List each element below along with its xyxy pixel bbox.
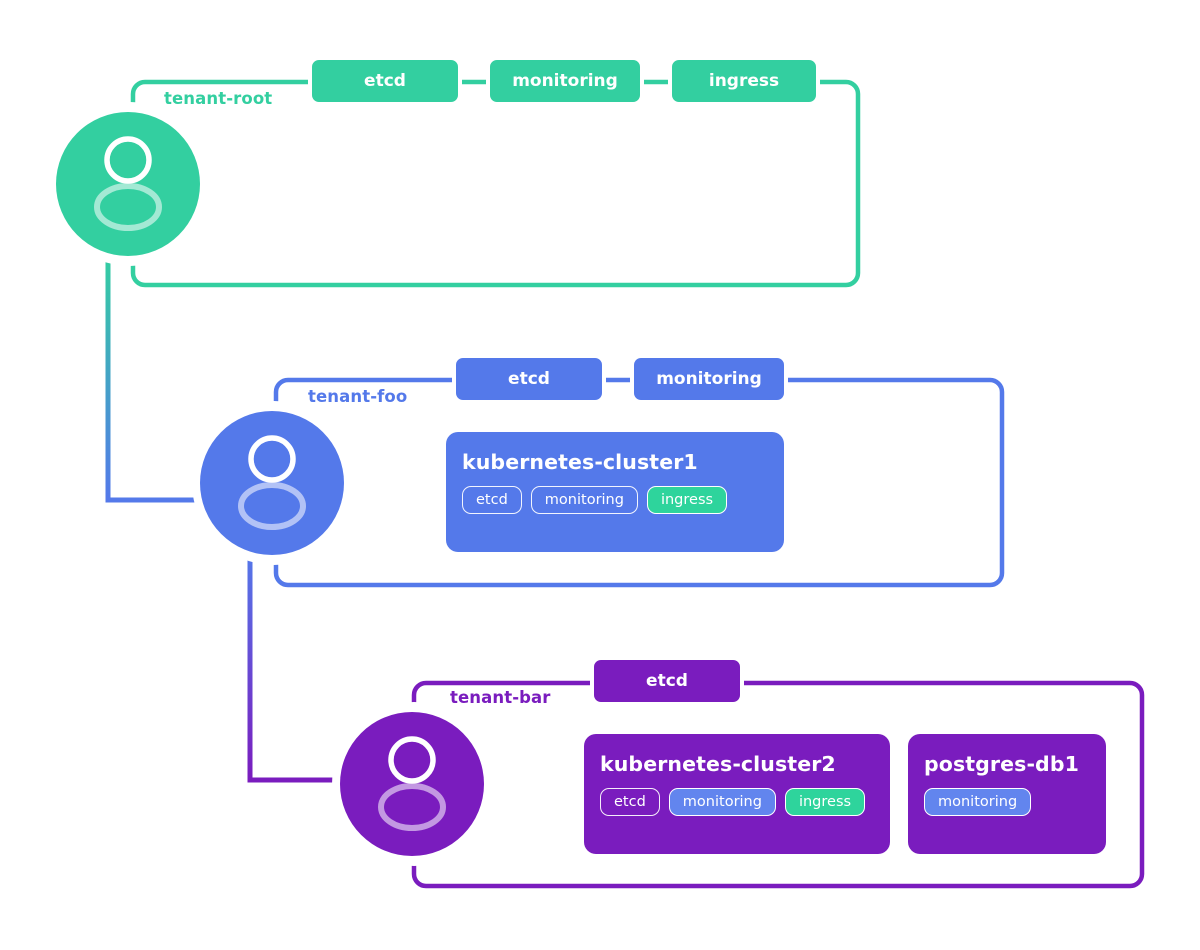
chip-monitoring[interactable]: monitoring <box>924 788 1032 816</box>
card-chip-list: etcd monitoring ingress <box>462 486 768 514</box>
tenant-root-container <box>130 79 861 288</box>
tenant-root-label: tenant-root <box>164 89 273 108</box>
resource-card-postgres-db1[interactable]: postgres-db1 monitoring <box>908 734 1106 854</box>
tenant-foo-pill-monitoring[interactable]: monitoring <box>630 354 788 404</box>
connector-foo-to-bar <box>247 552 352 783</box>
resource-card-kubernetes-cluster2[interactable]: kubernetes-cluster2 etcd monitoring ingr… <box>584 734 890 854</box>
tenant-bar-label: tenant-bar <box>450 688 551 707</box>
tenant-bar-container <box>411 680 1145 889</box>
chip-ingress[interactable]: ingress <box>646 486 728 514</box>
tenant-root-pill-ingress[interactable]: ingress <box>668 56 820 106</box>
card-title: postgres-db1 <box>924 752 1079 776</box>
tenant-bar-pill-etcd[interactable]: etcd <box>590 656 744 706</box>
user-avatar-head-icon <box>388 736 436 784</box>
tenant-foo-label: tenant-foo <box>308 387 408 406</box>
user-avatar-head-icon <box>248 435 296 483</box>
tenant-root-pill-etcd[interactable]: etcd <box>308 56 462 106</box>
card-title: kubernetes-cluster1 <box>462 450 698 474</box>
card-title: kubernetes-cluster2 <box>600 752 836 776</box>
tenant-foo-container <box>273 377 1005 588</box>
resource-card-kubernetes-cluster1[interactable]: kubernetes-cluster1 etcd monitoring ingr… <box>446 432 784 552</box>
chip-etcd[interactable]: etcd <box>462 486 522 514</box>
card-chip-list: etcd monitoring ingress <box>600 788 874 816</box>
chip-etcd[interactable]: etcd <box>600 788 660 816</box>
user-avatar-head-icon <box>104 136 152 184</box>
card-chip-list: monitoring <box>924 788 1090 816</box>
user-avatar-body-icon <box>94 183 162 231</box>
user-avatar-body-icon <box>238 482 306 530</box>
tenant-foo-pill-etcd[interactable]: etcd <box>452 354 606 404</box>
chip-monitoring[interactable]: monitoring <box>530 486 638 514</box>
connector-root-to-foo <box>105 252 212 503</box>
chip-monitoring[interactable]: monitoring <box>668 788 776 816</box>
user-avatar-body-icon <box>378 783 446 831</box>
tenant-root-pill-monitoring[interactable]: monitoring <box>486 56 644 106</box>
chip-ingress[interactable]: ingress <box>784 788 866 816</box>
